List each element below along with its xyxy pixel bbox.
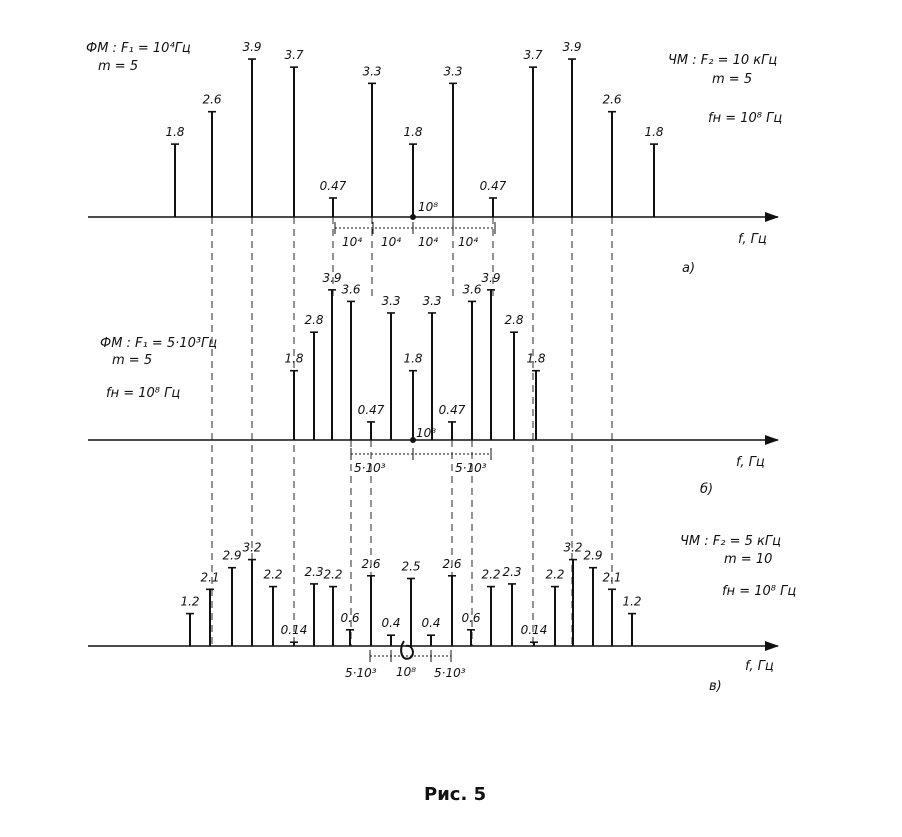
panel-c-line-16-label: 2.2: [481, 568, 500, 582]
panel-a-center-label: 10⁸: [418, 200, 438, 214]
panel-a-left-note-1: ФМ : F₁ = 10⁴Гц: [86, 41, 191, 56]
panel-a-right-note-3: fн = 10⁸ Гц: [708, 111, 782, 126]
panel-c-spacing-1: 5·10³: [345, 666, 377, 680]
panel-c-right-note-1: ЧМ : F₂ = 5 кГц: [680, 534, 781, 549]
panel-c-line-6-label: 0.14: [281, 623, 308, 637]
panel-a-spacing-3: 10⁴: [418, 235, 438, 249]
panel-c-line-22-label: 2.1: [602, 570, 621, 584]
panel-b: 1.82.83.93.60.473.31.83.30.473.63.92.81.…: [88, 271, 779, 497]
panel-c-line-10-label: 2.6: [361, 557, 380, 571]
panel-c-line-17-label: 2.3: [502, 565, 521, 579]
panel-c-line-4-label: 3.2: [242, 541, 261, 555]
panel-b-line-13-label: 1.8: [526, 352, 545, 366]
panel-a-line-9-label: 0.47: [480, 179, 507, 193]
panel-c-letter: в): [709, 679, 722, 694]
panel-b-line-1-label: 1.8: [284, 352, 303, 366]
panel-b-spectral-lines: 1.82.83.93.60.473.31.83.30.473.63.92.81.…: [284, 271, 546, 440]
panel-c-line-20-label: 3.2: [563, 541, 582, 555]
panel-c-line-15-label: 0.6: [461, 611, 480, 625]
panel-a-right-note-1: ЧМ : F₂ = 10 кГц: [668, 53, 777, 68]
panel-c-line-12-label: 2.5: [401, 560, 420, 574]
panel-b-line-5-label: 0.47: [358, 403, 385, 417]
panel-c-line-8-label: 2.2: [323, 568, 342, 582]
panel-c-spacing-markers: 5·10³ 10⁸ 5·10³: [345, 640, 466, 680]
panel-a-carrier-dot: [410, 214, 416, 220]
panel-c-line-9-label: 0.6: [340, 611, 359, 625]
panel-a-line-8-label: 3.3: [443, 64, 462, 78]
panel-a-line-1-label: 1.8: [165, 125, 184, 139]
panel-a-line-2-label: 2.6: [202, 93, 221, 107]
panel-a-line-13-label: 1.8: [644, 125, 663, 139]
panel-b-left-note-3: fн = 10⁸ Гц: [106, 386, 180, 401]
panel-b-line-10-label: 3.6: [462, 282, 481, 296]
panel-a-axis-label: f, Гц: [738, 232, 767, 247]
panel-b-spacing-markers: 5·10³ 5·10³: [350, 448, 492, 475]
panel-b-axis-label: f, Гц: [736, 455, 765, 470]
panel-c-axis-label: f, Гц: [745, 659, 774, 674]
panel-c-line-3-label: 2.9: [222, 549, 241, 563]
panel-a-letter: а): [682, 261, 695, 276]
panel-a-line-11-label: 3.9: [562, 40, 581, 54]
panel-b-line-9-label: 0.47: [439, 403, 466, 417]
panel-b-line-6-label: 3.3: [381, 294, 400, 308]
panel-a-spacing-2: 10⁴: [381, 235, 401, 249]
panel-a-left-note-2: m = 5: [98, 59, 138, 74]
panel-b-left-note-1: ФМ : F₁ = 5·10³Гц: [100, 336, 217, 351]
panel-b-line-12-label: 2.8: [504, 313, 523, 327]
panel-b-letter: б): [700, 482, 713, 497]
panel-c-line-7-label: 2.3: [304, 565, 323, 579]
panel-b-line-8-label: 3.3: [422, 294, 441, 308]
panel-c-line-5-label: 2.2: [263, 568, 282, 582]
panel-b-line-11-label: 3.9: [481, 271, 500, 285]
panel-a: 1.8 2.6 3.9 3.7 0.47 3.3 1.8 3.3 0.47 3.7 3.9 2.6 1.…: [86, 40, 782, 276]
panel-a-line-3-label: 3.9: [242, 40, 261, 54]
panel-a-spacing-4: 10⁴: [458, 235, 478, 249]
panel-a-line-6-label: 3.3: [362, 64, 381, 78]
panel-c-line-1-label: 1.2: [180, 595, 199, 609]
figure-caption: Рис. 5: [424, 784, 486, 805]
panel-b-spacing-2: 5·10³: [455, 461, 487, 475]
panel-c-line-21-label: 2.9: [583, 549, 602, 563]
panel-c-right-note-3: fн = 10⁸ Гц: [722, 584, 796, 599]
panel-b-line-2-label: 2.8: [304, 313, 323, 327]
panel-b-center-label: 10⁸: [416, 426, 436, 440]
panel-b-left-note-2: m = 5: [112, 353, 152, 368]
panel-c-line-19-label: 2.2: [545, 568, 564, 582]
panel-b-line-4-label: 3.6: [341, 282, 360, 296]
panel-c-line-18-label: 0.14: [521, 623, 548, 637]
panel-c-right-note-2: m = 10: [724, 552, 772, 567]
panel-b-carrier-dot: [410, 437, 416, 443]
panel-a-line-4-label: 3.7: [284, 48, 303, 62]
panel-b-line-3-label: 3.9: [322, 271, 341, 285]
panel-a-line-10-label: 3.7: [523, 48, 542, 62]
panel-c-spacing-2: 10⁸: [396, 665, 416, 679]
panel-c-line-14-label: 2.6: [442, 557, 461, 571]
panel-c-line-23-label: 1.2: [622, 595, 641, 609]
panel-c-line-13-label: 0.4: [421, 616, 440, 630]
panel-a-right-note-2: m = 5: [712, 72, 752, 87]
panel-a-spectral-lines: 1.8 2.6 3.9 3.7 0.47 3.3 1.8 3.3 0.47 3.7 3.9 2.6 1.…: [165, 40, 664, 217]
panel-a-line-7-label: 1.8: [403, 125, 422, 139]
panel-c-line-11-label: 0.4: [381, 616, 400, 630]
panel-b-spacing-1: 5·10³: [354, 461, 386, 475]
panel-b-line-7-label: 1.8: [403, 352, 422, 366]
panel-a-line-5-label: 0.47: [320, 179, 347, 193]
panel-a-spacing-1: 10⁴: [342, 235, 362, 249]
panel-a-spacing-markers: 10⁴ 10⁴ 10⁴ 10⁴: [334, 222, 496, 249]
panel-a-line-12-label: 2.6: [602, 93, 621, 107]
panel-c-line-2-label: 2.1: [200, 570, 219, 584]
panel-c-spacing-3: 5·10³: [434, 666, 466, 680]
